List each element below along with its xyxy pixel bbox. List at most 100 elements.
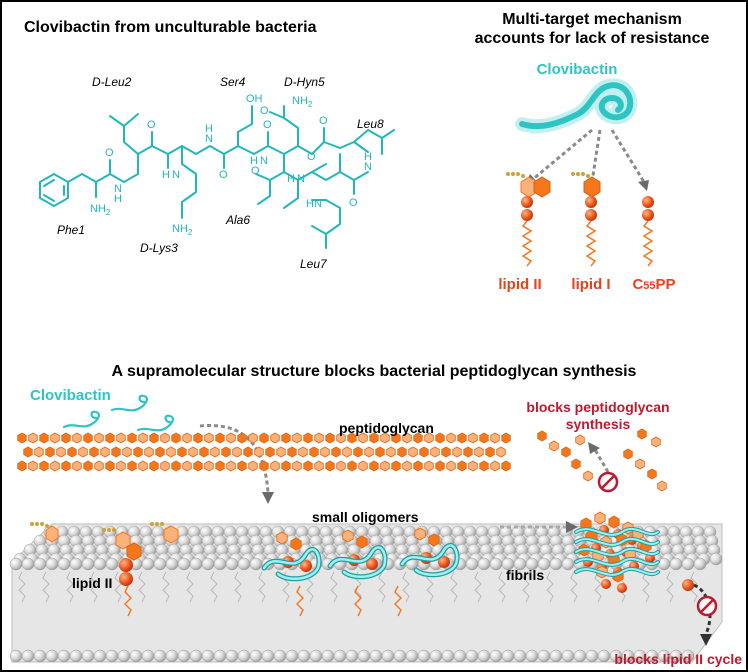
peptidoglycan-unit bbox=[171, 432, 181, 444]
peptidoglycan-unit bbox=[309, 446, 319, 458]
atom-n-4: N bbox=[260, 155, 268, 167]
peptidoglycan-unit bbox=[215, 460, 225, 472]
peptidoglycan-unit bbox=[221, 446, 231, 458]
atom-o-2: O bbox=[147, 119, 156, 131]
oligomer-sugar-unit bbox=[356, 535, 368, 549]
peptidoglycan-unit bbox=[441, 446, 451, 458]
peptidoglycan-unit bbox=[193, 460, 203, 472]
lipid-head bbox=[129, 649, 143, 663]
peptidoglycan-unit bbox=[292, 432, 302, 444]
lipid-head bbox=[489, 649, 503, 663]
panel-c-title: A supramolecular structure blocks bacter… bbox=[112, 363, 637, 380]
lipid-head bbox=[357, 649, 371, 663]
oligomer bbox=[399, 527, 460, 578]
peptidoglycan-unit bbox=[468, 460, 478, 472]
fibrils-label: fibrils bbox=[506, 567, 544, 583]
atom-oh: OH bbox=[246, 93, 263, 105]
peptidoglycan-unit bbox=[105, 460, 115, 472]
fibril-strand bbox=[575, 537, 659, 546]
lipid-tail bbox=[474, 571, 482, 603]
atom-n-5: N bbox=[297, 173, 305, 185]
peptidoglycan-unit bbox=[347, 432, 357, 444]
lipid-tail bbox=[186, 571, 194, 603]
peptidoglycan-unit bbox=[408, 446, 418, 458]
peptidoglycan-unit bbox=[413, 432, 423, 444]
peptidoglycan-unit bbox=[199, 446, 209, 458]
lipid-head bbox=[21, 649, 35, 663]
lipid-head bbox=[117, 649, 131, 663]
peptidoglycan-unit bbox=[243, 446, 253, 458]
fibril-sugar-unit bbox=[608, 515, 620, 529]
residue-leu8: Leu8 bbox=[357, 117, 384, 131]
peptidoglycan-unit bbox=[248, 432, 258, 444]
panel-c-clovibactin-label: Clovibactin bbox=[30, 387, 111, 404]
lipid-tail bbox=[258, 571, 266, 603]
blocks-peptidoglycan-line1: blocks peptidoglycan bbox=[526, 399, 669, 415]
peptidoglycan-unit bbox=[155, 446, 165, 458]
lipid-head bbox=[321, 649, 335, 663]
target-lipid-i bbox=[571, 172, 601, 267]
peptidoglycan-unit bbox=[320, 446, 330, 458]
peptidoglycan-fragment-unit bbox=[575, 434, 585, 446]
lipid-tail bbox=[522, 571, 530, 603]
peptidoglycan-unit bbox=[17, 432, 27, 444]
peptidoglycan-unit bbox=[215, 432, 225, 444]
oligomer-clovibactin bbox=[328, 546, 387, 579]
lipid-tail bbox=[450, 571, 458, 603]
lipid-tail bbox=[402, 571, 410, 603]
peptidoglycan-unit bbox=[303, 460, 313, 472]
peptidoglycan-unit bbox=[331, 446, 341, 458]
no-sign-lipid-cycle-icon bbox=[696, 595, 718, 617]
lipid-head bbox=[465, 557, 479, 571]
oligomer-lipid-ball bbox=[438, 556, 450, 568]
lipid-head bbox=[93, 649, 107, 663]
synthesis-arrow bbox=[592, 447, 610, 473]
peptidoglycan-unit bbox=[369, 460, 379, 472]
peptidoglycan-unit bbox=[23, 446, 33, 458]
peptidoglycan-unit bbox=[457, 460, 467, 472]
peptidoglycan-unit bbox=[325, 460, 335, 472]
peptidoglycan-unit bbox=[138, 460, 148, 472]
lipid-head bbox=[525, 649, 539, 663]
lipid-head bbox=[81, 557, 95, 571]
entry-arrowhead bbox=[262, 492, 274, 504]
lipid-head bbox=[33, 557, 47, 571]
lipid-tail bbox=[90, 571, 98, 603]
peptidoglycan-unit bbox=[386, 446, 396, 458]
peptidoglycan-fragment-unit bbox=[647, 468, 657, 480]
atom-o-7: O bbox=[251, 165, 260, 177]
lipid-head bbox=[177, 557, 191, 571]
peptidoglycan-unit bbox=[61, 432, 71, 444]
residue-d-lys3: D-Lys3 bbox=[140, 241, 178, 255]
lipid-head bbox=[381, 649, 395, 663]
atom-h-7: H bbox=[364, 151, 372, 163]
peptidoglycan-unit bbox=[463, 446, 473, 458]
peptidoglycan-unit bbox=[45, 446, 55, 458]
lipid-tail bbox=[234, 571, 242, 603]
clovibactin-molecule-top bbox=[515, 78, 638, 134]
lipid-tail bbox=[42, 571, 50, 603]
peptidoglycan-unit bbox=[474, 446, 484, 458]
peptidoglycan-strand bbox=[17, 432, 511, 444]
fibrils bbox=[574, 511, 660, 593]
oligomer-sugar-unit bbox=[290, 537, 302, 551]
lipid-head bbox=[225, 649, 239, 663]
no-sign-synthesis-icon bbox=[597, 471, 619, 493]
target-label-lipid-ii: lipid II bbox=[498, 276, 541, 293]
atom-o-3: O bbox=[219, 169, 228, 181]
peptidoglycan-unit bbox=[248, 460, 258, 472]
lipid-head bbox=[45, 557, 59, 571]
lipid-head bbox=[441, 649, 455, 663]
fibril-lipid-ball bbox=[601, 579, 611, 589]
lipid-head bbox=[477, 557, 491, 571]
peptidoglycan-unit bbox=[259, 460, 269, 472]
structure-atom-labels: NH2 O N H O H N NH2 O N H OH O H N O NH2… bbox=[90, 93, 372, 237]
peptidoglycan-unit bbox=[56, 446, 66, 458]
lipid-ii-tail bbox=[296, 585, 304, 617]
lipid-head bbox=[213, 649, 227, 663]
lipid-head bbox=[249, 649, 263, 663]
peptidoglycan-unit bbox=[358, 432, 368, 444]
peptidoglycan-unit bbox=[303, 432, 313, 444]
lipid-head bbox=[69, 649, 83, 663]
